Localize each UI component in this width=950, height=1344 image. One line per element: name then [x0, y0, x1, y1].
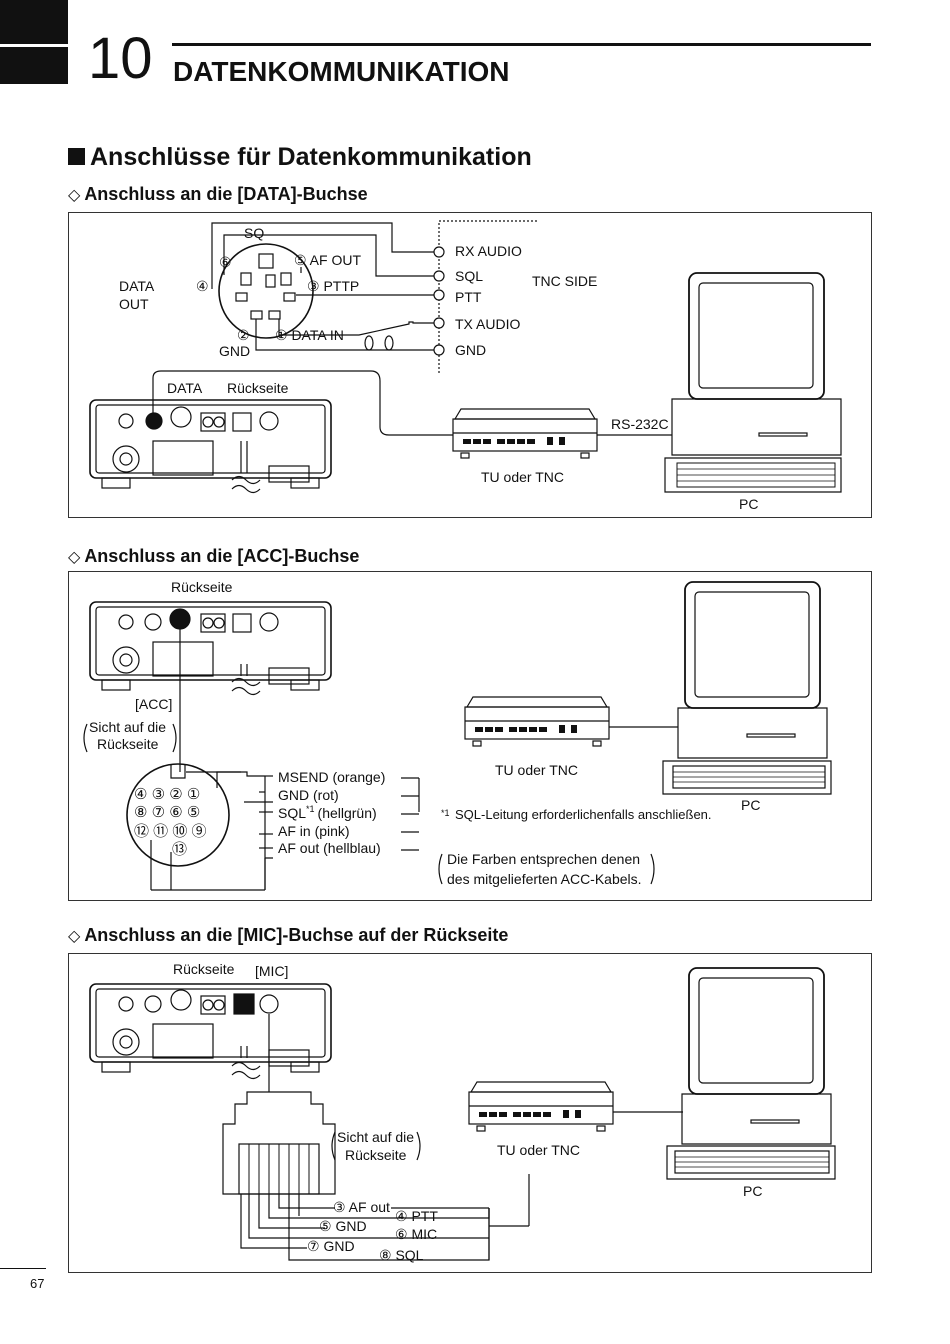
mic-diagram: Rückseite [MIC] Sicht auf die Rückseite …	[89, 961, 836, 1263]
mic-panel: Rückseite [MIC] Sicht auf die Rückseite …	[68, 953, 872, 1273]
section-title: Anschlüsse für Datenkommunikation	[68, 143, 532, 172]
data-panel: SQ ⑤ AF OUT ③ PTTP ① DATA IN ⑥ ④ ② GND D…	[68, 212, 872, 518]
acc-pins-row-3: ⑫ ⑪ ⑩ ⑨	[134, 823, 207, 840]
mic-pin-6: ⑥ MIC	[395, 1226, 437, 1242]
acc-view-1: Sicht auf die	[89, 719, 166, 735]
data-connector-label: DATA	[167, 380, 203, 396]
mic-pc-label: PC	[743, 1183, 762, 1199]
mic-heading: ◇Anschluss an die [MIC]-Buchse auf der R…	[68, 925, 509, 945]
data-diagram: SQ ⑤ AF OUT ③ PTTP ① DATA IN ⑥ ④ ② GND D…	[89, 220, 842, 512]
pin6-label: ⑥	[219, 254, 232, 270]
chapter-title: DATENKOMMUNIKATION	[173, 56, 510, 87]
sq-label: SQ	[244, 225, 264, 241]
mic-view-1: Sicht auf die	[337, 1129, 414, 1145]
acc-heading: ◇Anschluss an die [ACC]-Buchse	[68, 546, 360, 566]
data-heading: ◇Anschluss an die [DATA]-Buchse	[68, 184, 368, 204]
pin4-label: ④	[196, 278, 209, 294]
data-out-label-1: DATA	[119, 278, 155, 294]
tnc-rx-audio: RX AUDIO	[455, 243, 522, 259]
data-out-label-2: OUT	[119, 296, 149, 312]
mic-pin-3: ③ AF out	[333, 1199, 390, 1215]
square-bullet-icon	[68, 148, 85, 165]
acc-pins-row-1: ④ ③ ② ①	[134, 786, 200, 803]
chapter-number: 10	[88, 26, 153, 91]
acc-pins-row-4: ⑬	[172, 841, 187, 858]
wire-msend: MSEND (orange)	[278, 769, 385, 785]
acc-rear-label: Rückseite	[171, 579, 233, 595]
footnote-text: SQL-Leitung erforderlichenfalls anschlie…	[455, 807, 712, 822]
pin2-label: ②	[237, 327, 250, 343]
wire-af-out: AF out (hellblau)	[278, 840, 381, 856]
acc-diagram: Rückseite [ACC] Sicht auf die Rückseite …	[83, 579, 832, 891]
diamond-icon: ◇	[68, 187, 81, 204]
mic-view-2: Rückseite	[345, 1147, 407, 1163]
footnote-mark: *1	[441, 808, 450, 818]
pc-label: PC	[739, 496, 758, 512]
wire-af-in: AF in (pink)	[278, 823, 350, 839]
mic-connector-label: [MIC]	[255, 963, 288, 979]
acc-pc-label: PC	[741, 797, 760, 813]
mic-pin-5: ⑤ GND	[319, 1218, 367, 1234]
acc-connector-label: [ACC]	[135, 696, 172, 712]
acc-panel: Rückseite [ACC] Sicht auf die Rückseite …	[68, 571, 872, 901]
tnc-sql: SQL	[455, 268, 483, 284]
tnc-ptt: PTT	[455, 289, 482, 305]
acc-view-2: Rückseite	[97, 736, 159, 752]
chapter-tab	[0, 0, 68, 84]
af-out-label: ⑤ AF OUT	[294, 252, 361, 268]
diamond-icon: ◇	[68, 928, 81, 945]
wire-gnd: GND (rot)	[278, 787, 339, 803]
data-in-label: ① DATA IN	[275, 327, 344, 343]
mic-pin-4: ④ PTT	[395, 1208, 438, 1224]
wire-sql: SQL*1(hellgrün)	[278, 804, 377, 821]
tnc-gnd: GND	[455, 342, 486, 358]
tu-label: TU oder TNC	[481, 469, 564, 485]
section-title-text: Anschlüsse für Datenkommunikation	[90, 143, 532, 171]
page-number-rule	[0, 1268, 46, 1269]
rear-label: Rückseite	[227, 380, 289, 396]
acc-tu-label: TU oder TNC	[495, 762, 578, 778]
colors-note-2: des mitgelieferten ACC-Kabels.	[447, 871, 642, 887]
mic-rear-label: Rückseite	[173, 961, 235, 977]
header-rule	[172, 43, 871, 46]
gnd-pin-label: GND	[219, 343, 250, 359]
rs232-label: RS-232C	[611, 416, 669, 432]
tnc-side-label: TNC SIDE	[532, 273, 597, 289]
tnc-tx-audio: TX AUDIO	[455, 316, 520, 332]
mic-pin-7: ⑦ GND	[307, 1238, 355, 1254]
page-number: 67	[30, 1276, 45, 1291]
mic-pin-8: ⑧ SQL	[379, 1247, 424, 1263]
colors-note-1: Die Farben entsprechen denen	[447, 851, 640, 867]
mic-tu-label: TU oder TNC	[497, 1142, 580, 1158]
pttp-label: ③ PTTP	[307, 278, 359, 294]
diamond-icon: ◇	[68, 549, 81, 566]
acc-pins-row-2: ⑧ ⑦ ⑥ ⑤	[134, 804, 200, 821]
